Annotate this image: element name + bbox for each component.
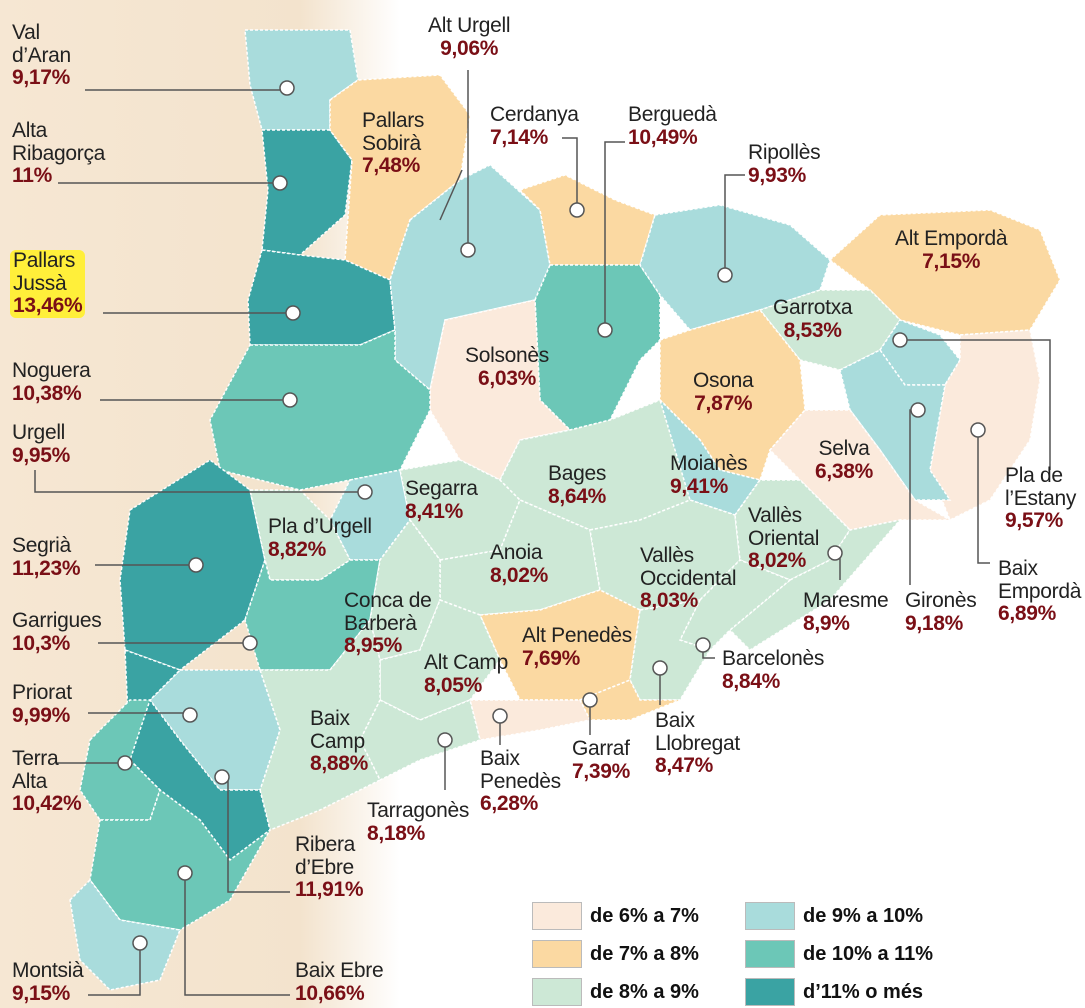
legend-swatch — [532, 902, 582, 930]
region-solsones — [429, 299, 572, 482]
legend-item-7-8: de 7% a 8% — [532, 940, 699, 968]
region-baix-emporda — [929, 329, 1041, 522]
region-alt-urgell — [389, 164, 551, 392]
legend-swatch — [745, 902, 795, 930]
region-alta-ribagorca — [261, 129, 353, 256]
legend-swatch — [532, 978, 582, 1006]
region-montsia — [69, 878, 182, 991]
legend-swatch — [745, 940, 795, 968]
legend-swatch — [745, 978, 795, 1006]
legend-label: de 8% a 9% — [590, 980, 699, 1003]
legend-item-11-plus: d’11% o més — [745, 978, 923, 1006]
legend-swatch — [532, 940, 582, 968]
legend-item-9-10: de 9% a 10% — [745, 902, 923, 930]
region-baix-llobregat — [629, 599, 712, 701]
region-selva — [768, 409, 953, 531]
region-pallars-jussa — [247, 249, 396, 346]
legend-item-8-9: de 8% a 9% — [532, 978, 699, 1006]
region-baix-ebre — [89, 788, 271, 931]
region-garrotxa — [758, 289, 901, 371]
region-alt-penedes — [478, 589, 641, 701]
region-ripolles — [639, 204, 831, 331]
legend-label: de 9% a 10% — [803, 904, 924, 927]
region-garrigues — [244, 557, 381, 671]
region-ribera-debre — [124, 648, 271, 862]
region-moianes — [659, 399, 762, 516]
region-conca-de-barbera — [369, 518, 441, 661]
legend-label: de 6% a 7% — [590, 904, 699, 927]
region-barcelones — [678, 559, 792, 651]
legend-item-10-11: de 10% a 11% — [745, 940, 933, 968]
region-noguera — [209, 328, 431, 491]
legend-label: d’11% o més — [803, 980, 924, 1003]
legend-item-6-7: de 6% a 7% — [532, 902, 699, 930]
legend-label: de 10% a 11% — [803, 942, 934, 965]
legend-label: de 7% a 8% — [590, 942, 699, 965]
